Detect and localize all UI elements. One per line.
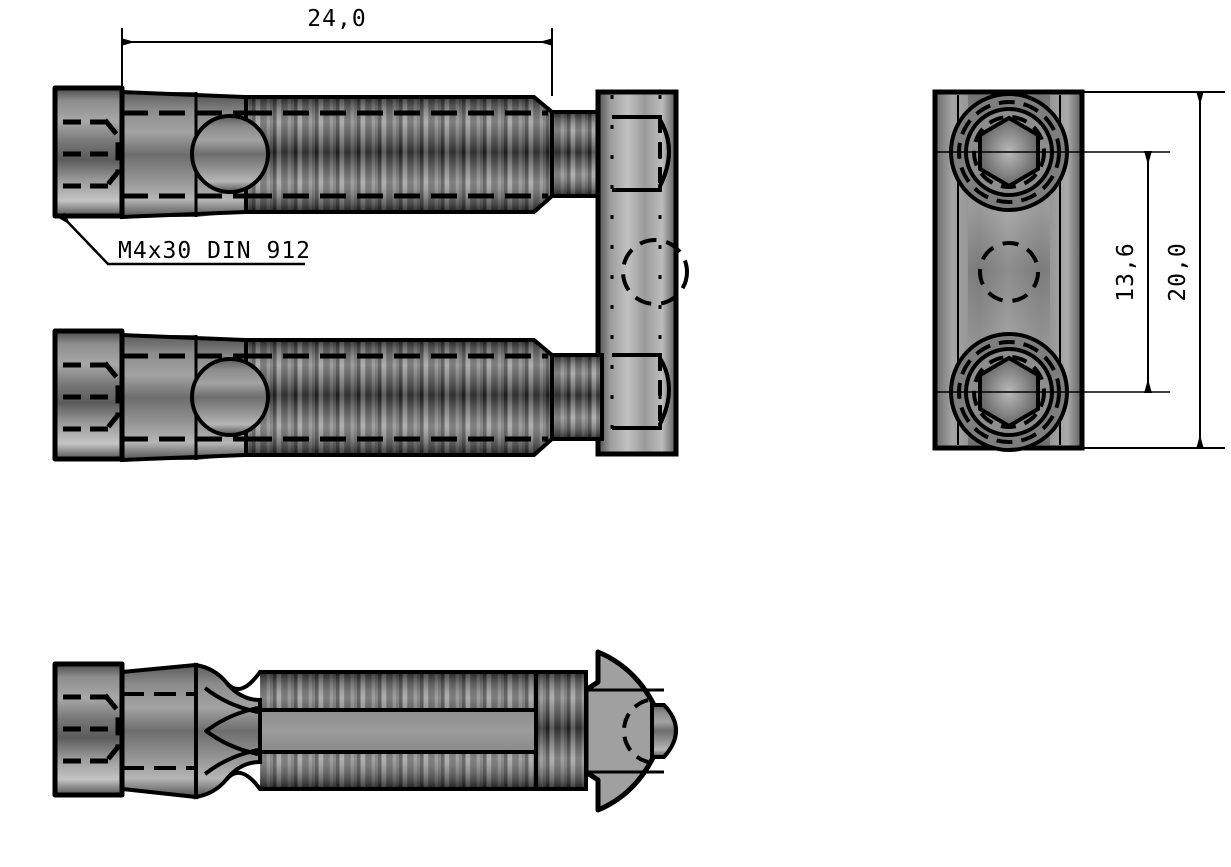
screw-head-end-view-upper <box>935 92 1170 212</box>
dimension-label-bolt-spacing: 13,6 <box>1113 242 1139 301</box>
center-bore-end-view <box>978 241 1040 303</box>
screw-head-lower <box>52 328 125 462</box>
front-view-upper-screw <box>52 85 604 220</box>
hex-socket-hidden-lines-lower <box>63 361 121 433</box>
dimension-label-profile-height: 20,0 <box>1165 242 1191 301</box>
screw-thread-lower <box>244 338 554 457</box>
bottom-view-screw <box>52 649 678 813</box>
screw-thread-upper <box>244 95 554 214</box>
t-nut-end-bottom-view <box>583 649 678 813</box>
dimension-bolt-spacing-13-6: 13,6 <box>1113 151 1152 393</box>
hex-socket-hidden-lines-upper <box>63 118 121 190</box>
dimension-length-24: 24,0 <box>121 6 553 96</box>
screw-shank-lower <box>120 332 270 463</box>
annotation-fastener-label: M4x30 DIN 912 <box>118 238 311 264</box>
side-end-view <box>932 89 1225 452</box>
screw-head-end-view-lower <box>935 332 1170 452</box>
annotation-fastener-callout: M4x30 DIN 912 <box>58 212 311 266</box>
front-view-lower-screw <box>52 328 604 463</box>
hex-socket-hidden-lines-bottom <box>63 693 121 765</box>
dimension-label-length: 24,0 <box>307 6 366 32</box>
screw-shank-upper <box>120 89 270 220</box>
screw-tip-upper <box>550 110 604 198</box>
dimension-profile-height-20: 20,0 <box>1165 91 1204 449</box>
screw-head-bottom-view <box>52 661 125 798</box>
screw-head-upper <box>52 85 125 219</box>
bottom-view-thread-band <box>534 670 588 791</box>
screw-tip-lower <box>550 353 604 441</box>
bottom-view-cross-lines <box>203 686 259 776</box>
t-slot-profile-bar-front <box>595 89 689 457</box>
